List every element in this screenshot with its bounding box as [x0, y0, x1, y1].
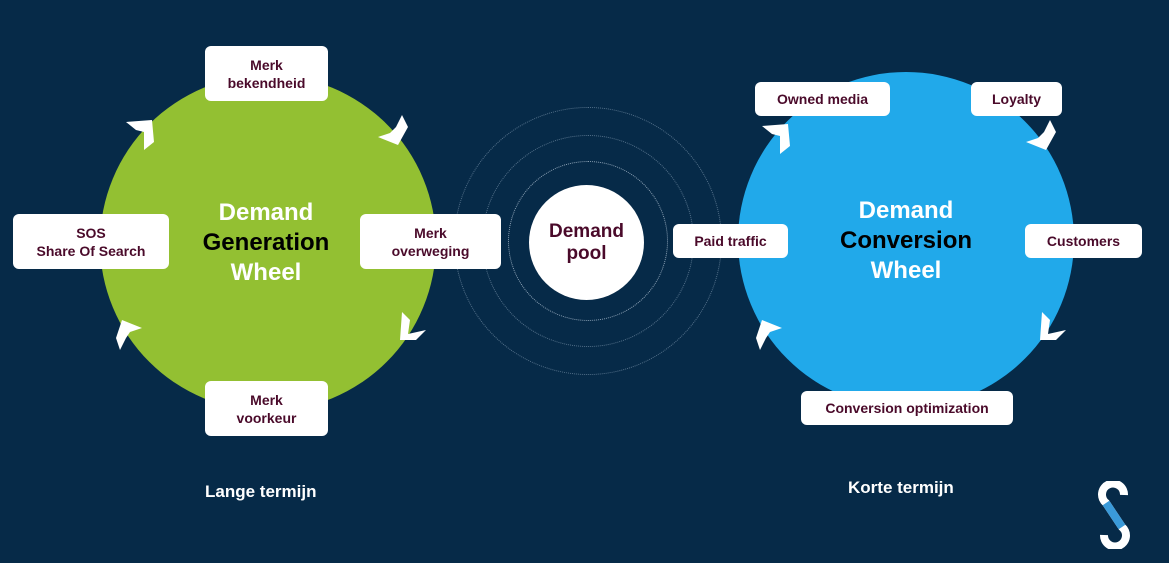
korte-termijn-caption: Korte termijn	[848, 478, 954, 497]
arrow-chevron-icon	[378, 115, 408, 145]
title-line3: Wheel	[230, 259, 302, 286]
demand-pool: Demand pool	[529, 185, 644, 300]
loyalty-box: Loyalty	[971, 82, 1062, 116]
title-line1: Demand	[218, 199, 314, 226]
s-logo-icon	[1098, 481, 1130, 549]
title-line2: Conversion	[839, 227, 973, 254]
box-line2: Share Of Search	[36, 242, 146, 259]
arrow-chevron-icon	[1026, 120, 1056, 150]
lange-termijn-caption: Lange termijn	[205, 482, 317, 501]
conversion-optimization-box: Conversion optimization	[801, 391, 1013, 425]
pool-ring-inner	[508, 161, 668, 321]
demand-generation-title: Demand Generation Wheel	[146, 198, 386, 288]
arrow-chevron-icon	[1040, 312, 1066, 340]
box-line1: Merk	[250, 391, 283, 408]
box-line1: SOS	[76, 224, 106, 241]
arrow-chevron-icon	[116, 320, 142, 350]
box-line2: overweging	[391, 242, 470, 259]
box-label: Paid traffic	[694, 233, 767, 249]
demand-conversion-wheel	[738, 72, 1074, 408]
merk-bekendheid-box: Merk bekendheid	[205, 46, 328, 101]
title-line3: Wheel	[870, 257, 942, 284]
title-line1: Demand	[858, 197, 954, 224]
sos-box: SOS Share Of Search	[13, 214, 169, 269]
box-line2: voorkeur	[236, 409, 297, 426]
merk-voorkeur-box: Merk voorkeur	[205, 381, 328, 436]
demand-conversion-title: Demand Conversion Wheel	[786, 196, 1026, 286]
box-label: Owned media	[776, 91, 869, 107]
box-line1: Merk	[414, 224, 447, 241]
owned-media-box: Owned media	[755, 82, 890, 116]
title-line2: Generation	[202, 229, 330, 256]
pool-line1: Demand	[549, 220, 624, 242]
arrow-chevron-icon	[762, 124, 790, 154]
box-label: Customers	[1046, 233, 1121, 249]
pool-line2: pool	[566, 242, 607, 264]
arrow-chevron-icon	[756, 320, 782, 350]
arrow-chevron-icon	[400, 312, 426, 340]
paid-traffic-box: Paid traffic	[673, 224, 788, 258]
customers-box: Customers	[1025, 224, 1142, 258]
arrow-chevron-icon	[126, 120, 154, 150]
merk-overweging-box: Merk overweging	[360, 214, 501, 269]
box-label: Conversion optimization	[825, 400, 989, 416]
box-line2: bekendheid	[227, 74, 306, 91]
box-line1: Merk	[250, 56, 283, 73]
box-label: Loyalty	[991, 91, 1041, 107]
